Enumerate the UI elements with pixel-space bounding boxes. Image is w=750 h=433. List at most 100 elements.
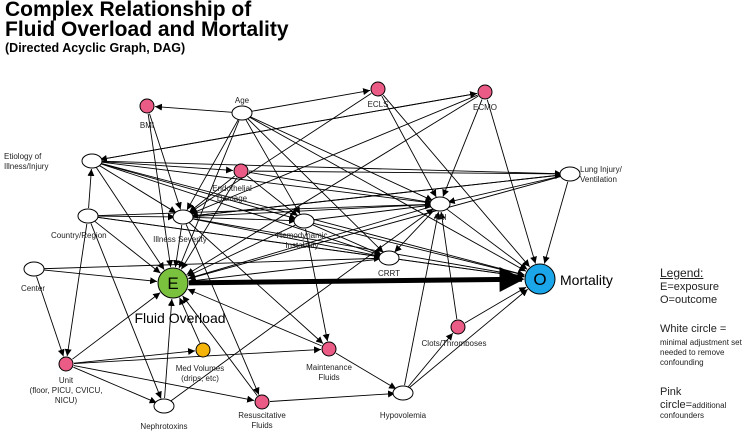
edge-aki-to-O <box>446 208 528 270</box>
node-label-age: Age <box>235 96 250 105</box>
node-label-resus-line-0: Resuscitative <box>238 411 286 420</box>
node-label-severity-line-0: Illness Severity <box>153 235 207 244</box>
edge-crrt-to-E <box>188 258 382 284</box>
edge-etiology-to-crrt <box>99 163 382 257</box>
legend-white-title: White circle = <box>660 323 727 335</box>
edge-maint-to-hypo <box>335 352 397 390</box>
edge-aki-to-crrt <box>394 209 435 253</box>
edge-etiology-to-hemo <box>99 162 297 221</box>
edge-etiology-to-severity <box>98 164 177 214</box>
node-label-unit-line-2: NICU) <box>55 396 78 405</box>
edge-age-to-crrt <box>247 118 384 253</box>
node-label-maint-line-0: Maintenance <box>306 363 352 372</box>
edge-E-to-O <box>188 266 525 292</box>
edge-severity-to-lung <box>190 172 563 217</box>
edge-hypo-to-aki <box>404 211 441 386</box>
node-label-severity: Illness Severity <box>153 235 207 244</box>
edge-age-to-aki <box>249 115 433 202</box>
edge-hypo-to-O <box>408 288 528 389</box>
node-resus <box>254 394 270 410</box>
edge-etiology-to-aki <box>99 161 433 206</box>
node-label-med-line-0: Med Volumes <box>176 364 224 373</box>
legend-pink-text: additional confounders <box>660 401 727 420</box>
node-label-resus-line-1: Fluids <box>251 421 272 430</box>
node-label-center: Center <box>21 284 45 293</box>
node-ecls <box>370 81 386 97</box>
node-bmi <box>139 98 155 114</box>
node-label-lung: Lung Injury/Ventilation <box>580 165 623 184</box>
node-label-E: Fluid Overload <box>134 310 225 326</box>
edge-lung-to-O <box>542 181 569 264</box>
edge-endo-to-lung <box>248 170 563 178</box>
node-label-aki: AKI <box>434 213 447 222</box>
diagram-subtitle: (Directed Acyclic Graph, DAG) <box>5 41 186 55</box>
edge-hemo-to-crrt <box>311 223 382 256</box>
node-label-unit-line-1: (floor, PICU, CVICU, <box>30 386 103 395</box>
legend-heading: Legend: <box>660 266 704 280</box>
edge-country-to-severity <box>95 213 176 221</box>
node-label-crrt-line-0: CRRT <box>378 269 400 278</box>
node-label-unit: Unit(floor, PICU, CVICU,NICU) <box>30 376 103 405</box>
edge-age-to-bmi <box>154 103 235 113</box>
edge-severity-to-resus <box>185 224 260 395</box>
edge-severity-to-crrt <box>190 218 382 259</box>
node-endo <box>233 163 249 179</box>
node-label-lung-line-0: Lung Injury/ <box>580 165 623 174</box>
node-label-ecls: ECLS <box>368 100 389 109</box>
edge-center-to-E <box>41 269 158 285</box>
node-label-country: Country/Region <box>51 231 107 240</box>
node-label-bmi: BMI <box>140 121 154 130</box>
node-country <box>77 208 99 224</box>
edge-age-to-hemo <box>245 119 301 215</box>
edge-ecmo-to-aki <box>442 99 483 197</box>
edge-hemo-to-E <box>187 224 297 277</box>
node-label-hypo: Hypovolemia <box>380 411 427 420</box>
node-label-clots: Clots/Thromboses <box>422 339 487 348</box>
edge-unit-to-nephro <box>73 366 157 404</box>
edge-maint-to-E <box>187 288 322 347</box>
edge-bmi-to-E <box>147 113 174 268</box>
edge-etiology-to-endo <box>99 161 234 174</box>
node-label-ecmo-line-0: ECMO <box>473 103 497 112</box>
node-label-hemo-line-1: Instability <box>285 241 318 250</box>
node-unit <box>58 356 74 372</box>
edge-country-to-aki <box>95 201 433 217</box>
edge-bmi-to-severity <box>149 113 182 210</box>
node-age <box>231 105 253 121</box>
node-label-med-line-1: (drips, etc) <box>181 374 219 383</box>
edge-nephro-to-aki <box>170 208 434 402</box>
node-label-lung-line-1: Ventilation <box>580 175 617 184</box>
edge-unit-to-E <box>72 292 161 360</box>
edge-lung-to-aki <box>447 175 563 205</box>
legend-outcome: O=outcome <box>660 294 718 306</box>
node-etiology <box>81 153 103 169</box>
legend-exposure: E=exposure <box>660 281 720 293</box>
node-aki <box>429 196 451 212</box>
node-O-letter: O <box>533 270 546 289</box>
node-crrt <box>378 250 400 266</box>
node-label-E-line-0: Fluid Overload <box>134 310 225 326</box>
edge-country-to-unit <box>64 223 88 357</box>
edge-nephro-to-E <box>164 298 175 399</box>
edge-endo-to-aki <box>248 171 433 205</box>
node-hemo <box>293 213 315 229</box>
node-ecmo <box>477 84 493 100</box>
edge-endo-to-E <box>180 177 238 270</box>
node-label-bmi-line-0: BMI <box>140 121 154 130</box>
edge-ecls-to-severity <box>189 93 372 213</box>
edge-etiology-to-E <box>96 167 165 270</box>
edge-endo-to-severity <box>188 175 236 213</box>
edge-hypo-to-clots <box>407 332 454 388</box>
legend-pink-title: Pink <box>660 386 682 398</box>
node-label-unit-line-0: Unit <box>59 376 74 385</box>
node-label-age-line-0: Age <box>235 96 250 105</box>
node-label-endo-line-0: Endothelial <box>212 184 252 193</box>
node-label-clots-line-0: Clots/Thromboses <box>422 339 487 348</box>
edge-ecmo-to-O <box>486 99 537 264</box>
node-O <box>524 263 556 295</box>
node-center <box>23 261 45 277</box>
node-label-hemo-line-0: Hemodynamic <box>276 231 327 240</box>
